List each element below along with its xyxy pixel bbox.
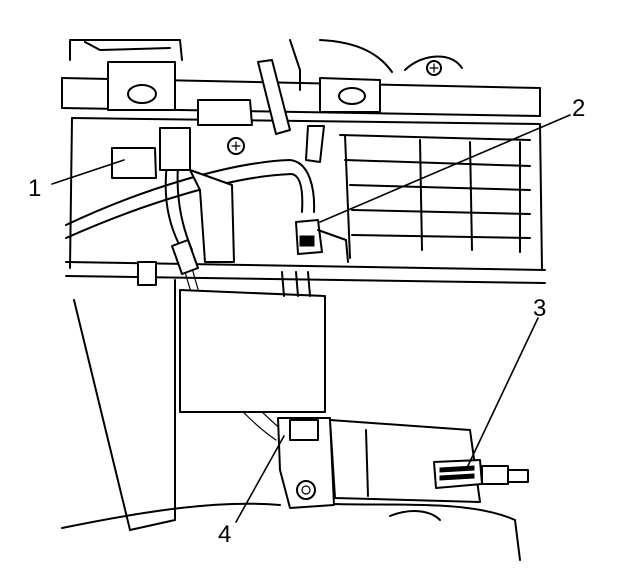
callout-4: 4 <box>218 521 231 548</box>
center-bracket <box>159 59 325 263</box>
hvac-duct-panel <box>65 117 546 284</box>
callout-3: 3 <box>533 295 546 322</box>
leader-4 <box>235 435 285 523</box>
callout-1: 1 <box>28 175 41 202</box>
callout-leaders <box>51 114 571 523</box>
leader-1 <box>51 159 125 185</box>
sensor-connector <box>295 219 349 263</box>
upper-bracket-assembly <box>61 39 541 117</box>
lower-control-module <box>137 261 326 413</box>
leader-2 <box>319 114 571 223</box>
callout-2: 2 <box>572 95 585 122</box>
callout-labels: 1 2 3 4 <box>28 95 585 548</box>
lower-left-panel <box>73 147 176 531</box>
leader-3 <box>465 317 539 471</box>
actuator-assembly <box>61 417 529 561</box>
